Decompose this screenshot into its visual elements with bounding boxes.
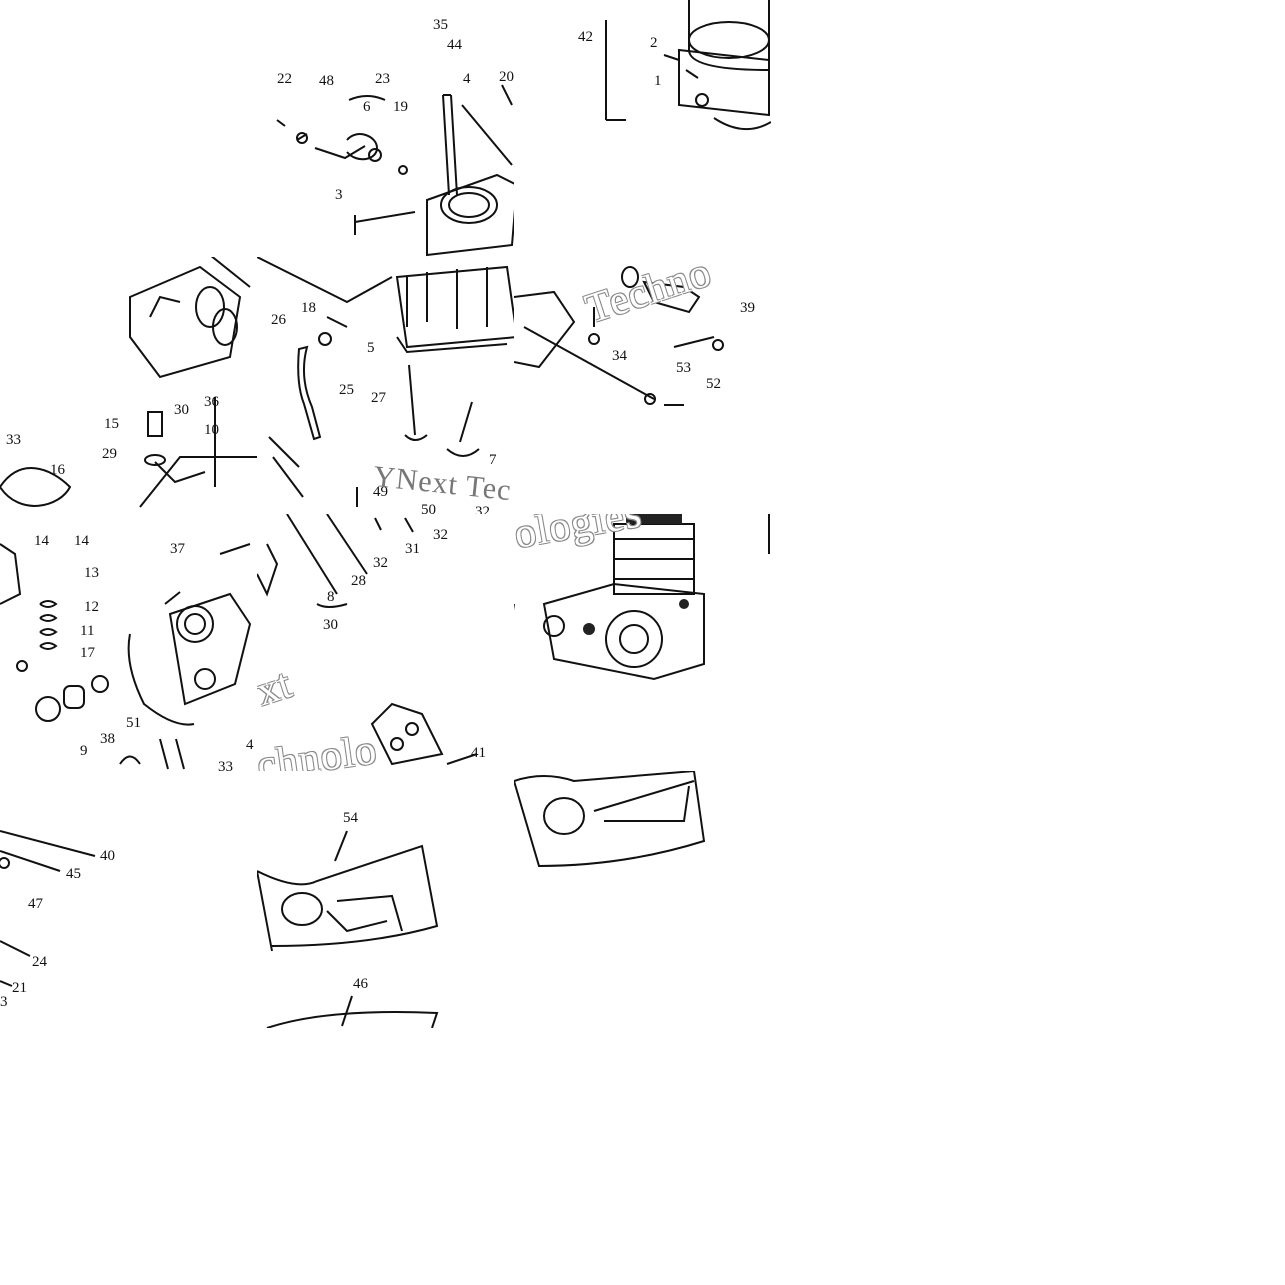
cylinder-head-drawing [605,0,771,131]
callout-19: 19 [393,99,408,115]
callout-9: 9 [80,743,88,759]
tile-lower-fittings: 40 45 47 24 21 3 [0,771,257,1028]
callout-44: 44 [447,37,462,53]
tile-cylinder-valves: 18 26 5 25 27 7 49 50 32 YNext Tec [257,257,514,514]
callout-39: 39 [740,300,755,316]
callout-13: 13 [84,565,99,581]
tile-cylinder-intake: 22 48 23 6 19 4 20 3 35 44 [257,0,514,257]
cooling-pipe-drawing [514,266,724,406]
callout-3: 3 [335,187,343,203]
callout-49: 49 [373,484,388,500]
callout-12: 12 [84,599,99,615]
callout-26: 26 [271,312,286,328]
callout-48: 48 [319,73,334,89]
valve-body-drawing [0,257,257,508]
callout-27: 27 [371,390,386,406]
tile-muffler-covers: 54 46 [257,771,514,1028]
callout-47: 47 [28,896,43,912]
callout-35: 35 [433,17,448,33]
callout-52: 52 [706,376,721,392]
callout-54: 54 [343,810,358,826]
side-cover-drawing [514,771,706,868]
callout-31: 31 [405,541,420,557]
callout-1: 1 [654,73,662,89]
callout-2: 2 [650,35,658,51]
callout-7: 7 [489,452,497,468]
callout-28: 28 [351,573,366,589]
callout-17: 17 [80,645,95,661]
engine-assembly-drawing [514,514,770,681]
callout-23: 23 [375,71,390,87]
callout-4: 4 [463,71,471,87]
water-pump-drawing [0,543,252,770]
callout-38: 38 [100,731,115,747]
callout-16: 16 [50,462,65,478]
callout-11: 11 [80,623,95,639]
callout-32-b: 32 [433,527,448,543]
callout-15: 15 [104,416,119,432]
callout-30-b: 30 [323,617,338,633]
callout-32-a: 32 [373,555,388,571]
callout-10: 10 [204,422,219,438]
callout-37: 37 [170,541,185,557]
tile-side-cover [514,771,771,1028]
callout-45: 45 [66,866,81,882]
callout-25: 25 [339,382,354,398]
tile-engine-assembly: ologies [514,514,771,771]
callout-20: 20 [499,69,514,85]
callout-14-a: 14 [34,533,49,549]
callout-33-b: 33 [218,759,233,772]
callout-51: 51 [126,715,141,731]
tile-callout-bracket: 32 31 32 28 8 30 41 xt chnolo [257,514,514,771]
callout-34: 34 [612,348,627,364]
callout-18: 18 [301,300,316,316]
callout-bracket-drawing [257,514,478,766]
cylinder-intake-drawing [276,84,514,257]
cylinder-valves-drawing [257,257,514,507]
callout-22: 22 [277,71,292,87]
callout-5: 5 [367,340,375,356]
tile-cylinder-head: 42 2 1 [514,0,771,257]
callout-53: 53 [676,360,691,376]
callout-32-top: 32 [475,504,490,515]
tile-water-pump: 14 14 13 12 11 17 37 51 9 38 33 4 [0,514,257,771]
callout-46: 46 [353,976,368,992]
tile-valve-body: 33 16 15 29 30 36 10 [0,257,257,514]
callout-14-b: 14 [74,533,89,549]
callout-6: 6 [363,99,371,115]
callout-4-b: 4 [246,737,254,753]
tile-cooling-pipe: 34 39 53 52 Techno [514,257,771,514]
callout-40: 40 [100,848,115,864]
lower-fittings-drawing [0,830,96,987]
callout-24: 24 [32,954,47,970]
callout-3-b: 3 [0,994,8,1010]
callout-30: 30 [174,402,189,418]
callout-50: 50 [421,502,436,515]
callout-8: 8 [327,589,335,605]
callout-33: 33 [6,432,21,448]
callout-29: 29 [102,446,117,462]
callout-41: 41 [471,745,486,761]
muffler-covers-drawing [257,830,439,1028]
callout-36: 36 [204,394,219,410]
callout-42: 42 [578,29,593,45]
callout-21: 21 [12,980,27,996]
